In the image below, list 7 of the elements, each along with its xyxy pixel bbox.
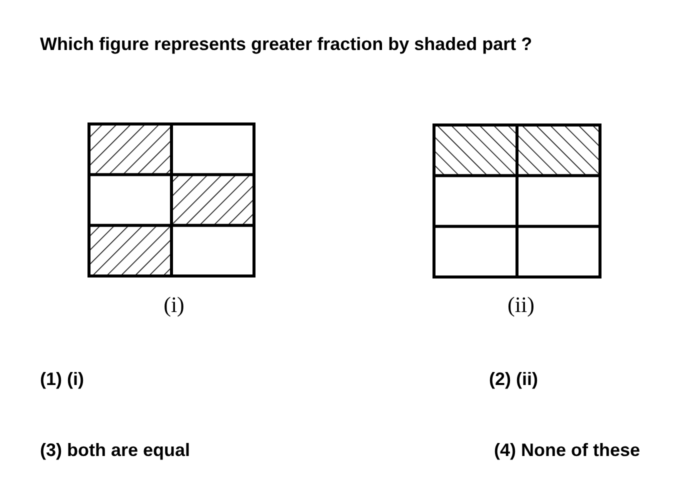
answer-option: (1) (i) [40,369,84,390]
figure-label: (i) [164,292,184,318]
figure-label: (ii) [508,292,534,318]
answer-option: (2) (ii) [489,369,538,390]
question-text: Which figure represents greater fraction by shaded part ? [40,34,532,55]
answer-option: (4) None of these [494,440,640,461]
answer-option: (3) both are equal [40,440,190,461]
